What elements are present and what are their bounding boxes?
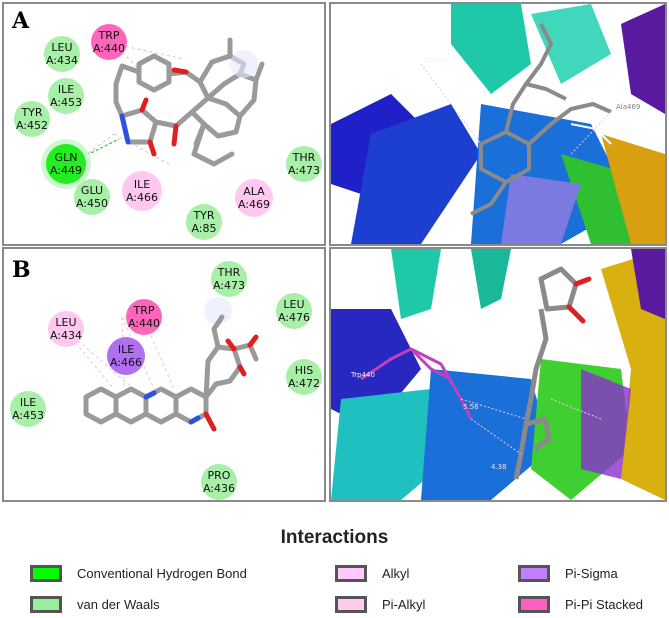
legend-item: Conventional Hydrogen Bond bbox=[30, 561, 247, 585]
legend-label: Pi-Alkyl bbox=[382, 596, 426, 612]
legend-item: Pi-Alkyl bbox=[335, 592, 425, 616]
residue-id: A:473 bbox=[287, 164, 321, 177]
panel-a-3d: Trp440 Ala469 bbox=[329, 2, 667, 246]
legend-item: van der Waals bbox=[30, 592, 160, 616]
residue-name: THR bbox=[292, 151, 316, 164]
residue-name: TRP bbox=[133, 304, 155, 317]
residue-name: ILE bbox=[57, 83, 75, 96]
distance-label-1: 5.56 bbox=[463, 403, 479, 411]
residue-id: A:476 bbox=[277, 311, 311, 324]
residue-id: A:440 bbox=[127, 317, 161, 330]
legend-label: Alkyl bbox=[382, 565, 410, 581]
residue-id: A:440 bbox=[92, 42, 126, 55]
residue-name: GLN bbox=[54, 151, 78, 164]
legend-swatch bbox=[335, 595, 367, 613]
residue-id: A:466 bbox=[109, 356, 143, 369]
legend-item: Pi-Sigma bbox=[518, 561, 618, 585]
residue-id: A:472 bbox=[287, 377, 321, 390]
residue-name: ILE bbox=[133, 178, 151, 191]
residue-name: PRO bbox=[207, 469, 231, 482]
ligand-a-diagram bbox=[68, 37, 265, 167]
residue-id: A:450 bbox=[75, 197, 109, 210]
residue-id: A:473 bbox=[212, 279, 246, 292]
residue-name: TYR bbox=[21, 106, 43, 119]
residue-name: ILE bbox=[117, 343, 135, 356]
ligand-b-diagram bbox=[63, 297, 259, 432]
residue-name: LEU bbox=[55, 316, 77, 329]
distance-label-2: 4.38 bbox=[491, 463, 507, 471]
legend-title: Interactions bbox=[280, 527, 389, 548]
residue-id: A:469 bbox=[237, 198, 271, 211]
legend-swatch bbox=[335, 564, 367, 582]
residue-name: ILE bbox=[19, 396, 37, 409]
legend-label: van der Waals bbox=[77, 596, 160, 612]
residue-id: A:449 bbox=[49, 164, 83, 177]
residue-id: A:85 bbox=[191, 222, 217, 235]
residue-name: ALA bbox=[243, 185, 265, 198]
residue-name: GLU bbox=[80, 184, 104, 197]
residue-name: TRP bbox=[98, 29, 120, 42]
trp440-label-b: Trp440 bbox=[350, 371, 375, 379]
legend-swatch bbox=[518, 564, 550, 582]
legend-item: Alkyl bbox=[335, 561, 409, 585]
residue-id: A:466 bbox=[125, 191, 159, 204]
legend-swatch bbox=[30, 595, 62, 613]
residue-name: THR bbox=[217, 266, 241, 279]
residue-name: LEU bbox=[283, 298, 305, 311]
protein-structure-b: Trp440 5.56 4.38 bbox=[331, 249, 665, 500]
panel-b-3d: Trp440 5.56 4.38 bbox=[329, 247, 667, 502]
residue-id: A:452 bbox=[15, 119, 49, 132]
legend-item: Pi-Pi Stacked bbox=[518, 592, 643, 616]
residue-id: A:453 bbox=[11, 409, 45, 422]
legend-swatch bbox=[518, 595, 550, 613]
legend-label: Pi-Pi Stacked bbox=[565, 596, 644, 612]
legend-label: Pi-Sigma bbox=[565, 565, 618, 581]
legend-label: Conventional Hydrogen Bond bbox=[77, 565, 247, 581]
residue-id: A:453 bbox=[49, 96, 83, 109]
panel-b-label: B bbox=[12, 257, 31, 283]
residue-id: A:436 bbox=[202, 482, 236, 495]
residue-name: TYR bbox=[193, 209, 215, 222]
residue-name: HIS bbox=[294, 364, 314, 377]
legend-swatch bbox=[30, 564, 62, 582]
ala469-label-a: Ala469 bbox=[616, 103, 640, 111]
residue-id: A:434 bbox=[45, 54, 79, 67]
trp440-label-a: Trp440 bbox=[422, 56, 447, 64]
protein-structure-a: Trp440 Ala469 bbox=[331, 4, 665, 244]
panel-a-label: A bbox=[12, 8, 30, 34]
residue-id: A:434 bbox=[49, 329, 83, 342]
residue-name: LEU bbox=[51, 41, 73, 54]
